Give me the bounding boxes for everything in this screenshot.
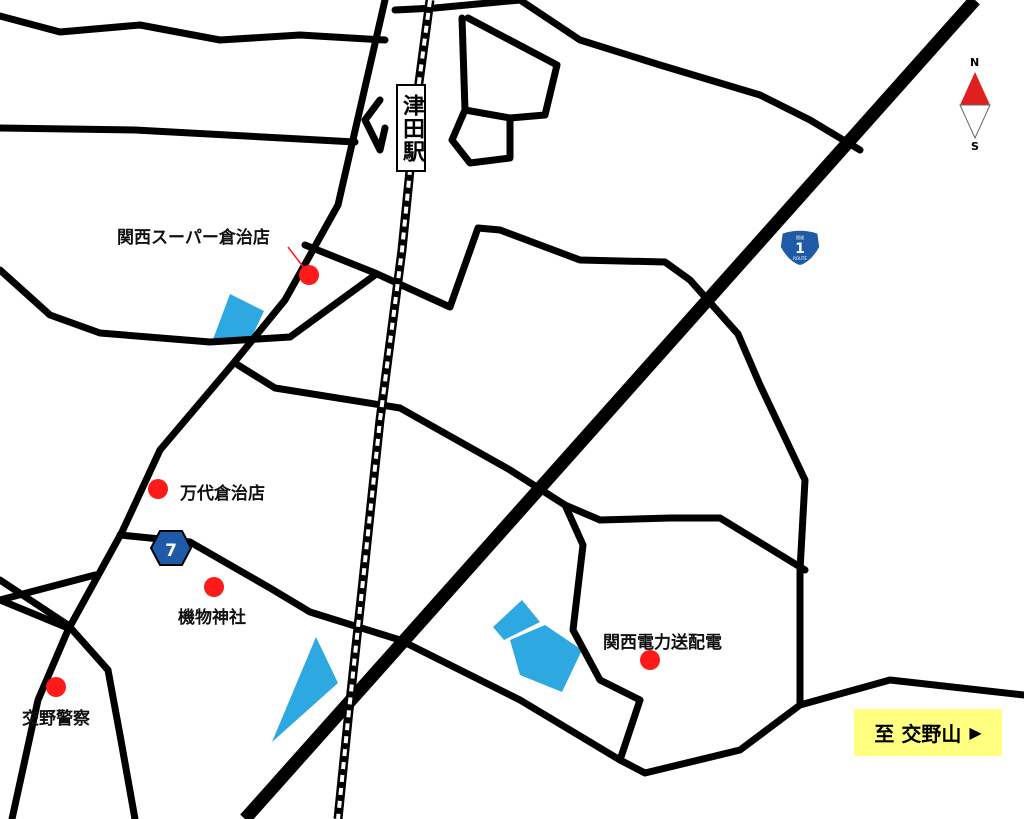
poi-label-mandai: 万代倉治店: [180, 484, 265, 504]
poi-marker-kansai-super[interactable]: [299, 265, 319, 285]
poi-marker-mandai[interactable]: [148, 479, 168, 499]
route-1-top-text: 国道: [796, 234, 804, 240]
compass-north-arrow: [960, 72, 990, 105]
poi-leader-line: [287, 246, 305, 269]
pond-southwest: [272, 637, 338, 742]
route-1-shield: 国道 1 ROUTE: [779, 229, 821, 267]
route-1-road: [240, 0, 980, 819]
poi-marker-hatamono[interactable]: [204, 577, 224, 597]
destination-text: 至 交野山: [874, 722, 962, 746]
pond-center-large: [510, 625, 582, 692]
compass-south-label: S: [971, 140, 979, 153]
poi-label-hatamono: 機物神社: [178, 608, 246, 628]
poi-label-kansai-super: 関西スーパー倉治店: [117, 228, 270, 248]
poi-marker-katano-police[interactable]: [46, 677, 66, 697]
route-7-number: 7: [165, 541, 177, 561]
destination-sign: 至 交野山 ▶: [854, 709, 1002, 756]
pond-center-small: [493, 600, 540, 640]
compass-north-label: N: [970, 56, 980, 69]
station-sign: 津田駅: [396, 84, 426, 172]
pond-northwest: [212, 294, 264, 342]
station-name: 津田駅: [399, 93, 424, 163]
route-7-shield: 7: [149, 530, 193, 566]
compass-south-arrow: [959, 104, 991, 140]
compass: [959, 72, 991, 140]
poi-label-kansai-denryoku: 関西電力送配電: [603, 633, 722, 653]
route-1-caption: ROUTE: [793, 256, 807, 261]
route-1-number: 1: [795, 241, 805, 257]
poi-marker-kansai-denryoku[interactable]: [640, 650, 660, 670]
poi-label-katano-police: 交野警察: [22, 709, 90, 729]
destination-arrow-icon: ▶: [969, 723, 982, 742]
